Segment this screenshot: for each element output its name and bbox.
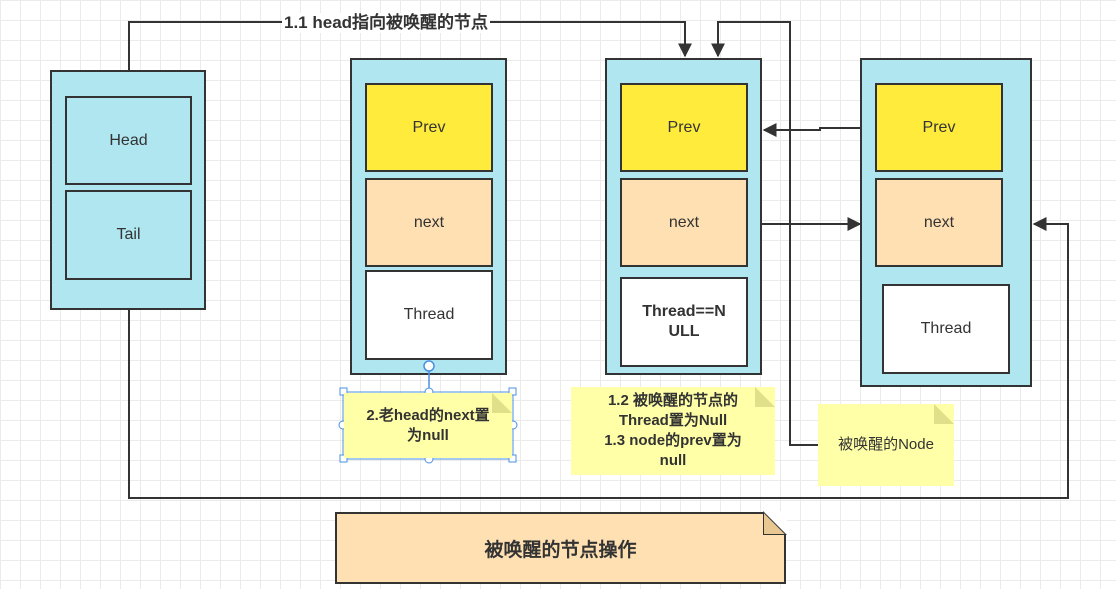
title-fold-icon [763, 511, 787, 535]
head-cell: Head [65, 96, 192, 185]
awakened-steps-note: 1.2 被唤醒的节点的 Thread置为Null 1.3 node的prev置为… [571, 387, 775, 475]
note-fold-icon [755, 387, 775, 407]
tail-to-last-node-arrow [128, 217, 1069, 499]
old-head-next-cell: next [365, 178, 493, 267]
next-node-prev-cell: Prev [875, 83, 1003, 172]
prev-pointer-arrow [762, 123, 876, 137]
old-head-thread-cell: Thread [365, 270, 493, 360]
diagram-title: 被唤醒的节点操作 [335, 512, 786, 584]
awakened-next-cell: next [620, 178, 748, 267]
old-head-next-note[interactable]: 2.老head的next置 为null [344, 393, 512, 458]
note-fold-icon [934, 404, 954, 424]
next-node-thread-cell: Thread [882, 284, 1010, 374]
old-head-prev-cell: Prev [365, 83, 493, 172]
tail-cell: Tail [65, 190, 192, 280]
head-points-to-label: 1.1 head指向被唤醒的节点 [282, 13, 491, 33]
awakened-thread-cell: Thread==N ULL [620, 277, 748, 367]
awakened-prev-cell: Prev [620, 83, 748, 172]
next-node-next-cell: next [875, 178, 1003, 267]
note-fold-icon [492, 393, 512, 413]
awakened-node-note: 被唤醒的Node [818, 404, 954, 486]
awakened-label-arrow [711, 21, 818, 446]
